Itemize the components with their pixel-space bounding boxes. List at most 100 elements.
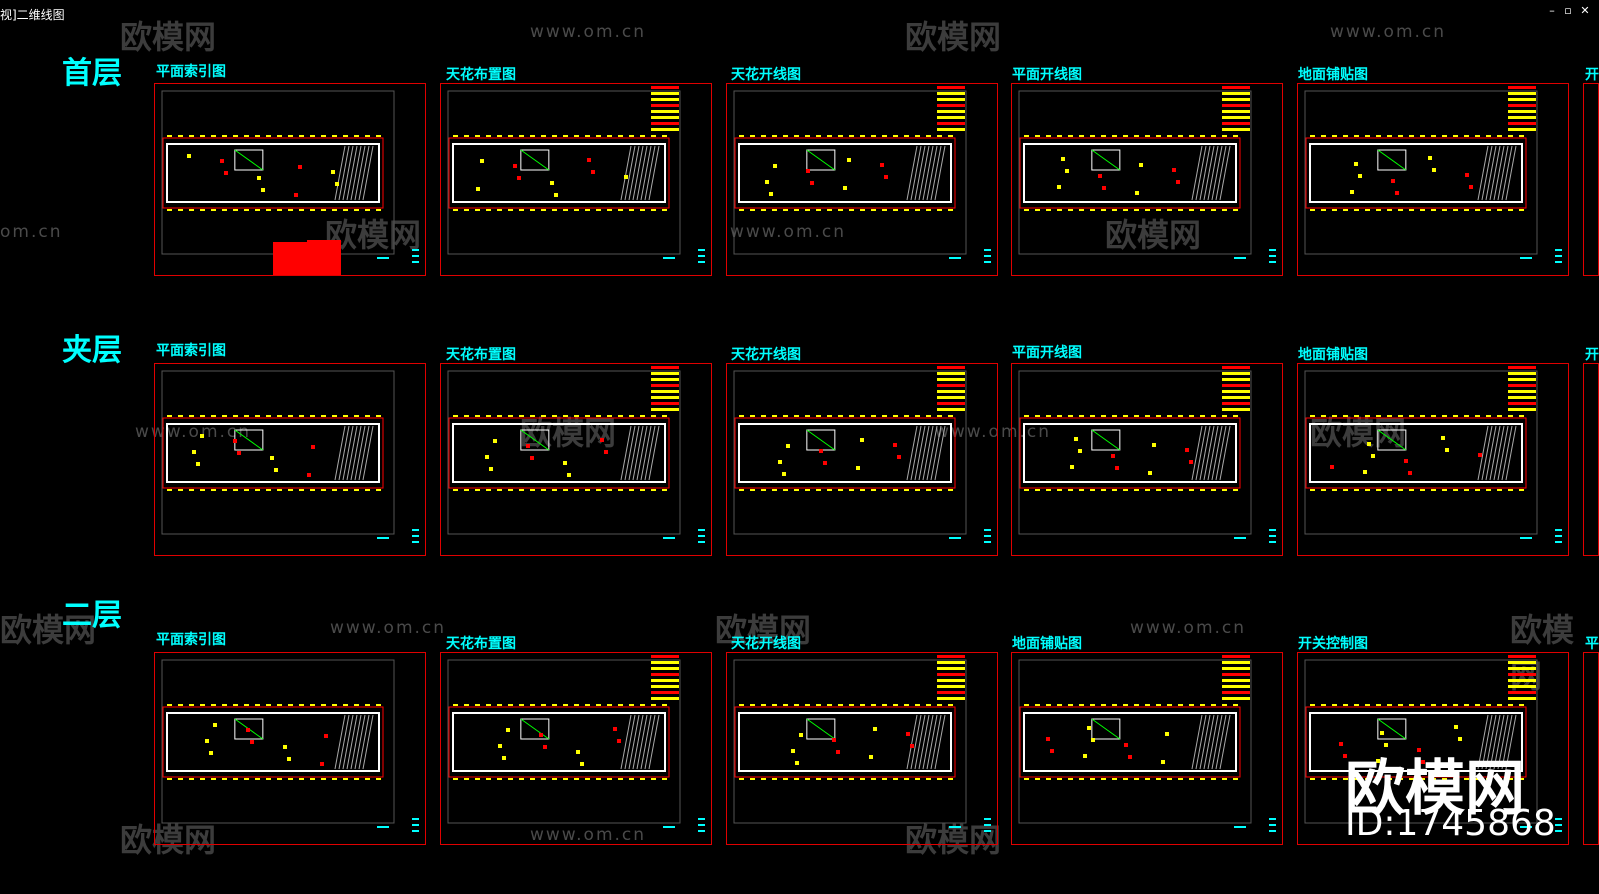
minimize-icon[interactable]: –: [1549, 4, 1555, 17]
fixture-line: [520, 718, 550, 740]
drawing-sheet[interactable]: [1011, 363, 1283, 556]
dimension-tick: [167, 778, 172, 780]
dimension-tick: [904, 778, 909, 780]
dimension-tick: [211, 209, 216, 211]
restore-icon[interactable]: ▫: [1564, 4, 1572, 17]
legend-line: [1508, 378, 1536, 381]
drawing-sheet[interactable]: [154, 652, 426, 845]
dimension-tick: [1354, 135, 1359, 137]
hatch-line: [914, 714, 926, 770]
dimension-tick: [541, 489, 546, 491]
legend-line: [1508, 128, 1536, 131]
legend-line: [1508, 667, 1536, 670]
dimension-tick: [1365, 489, 1370, 491]
drawing-sheet[interactable]: [726, 652, 998, 845]
legend-line: [1222, 110, 1250, 113]
hatch-line: [1199, 714, 1211, 770]
fixture-symbol: [1091, 149, 1121, 171]
dimension-tick: [794, 415, 799, 417]
plan-marker: [1391, 179, 1395, 183]
dimension-tick: [1057, 415, 1062, 417]
hatch-line: [910, 425, 922, 481]
dimension-tick: [772, 489, 777, 491]
dimension-tick: [1354, 209, 1359, 211]
dimension-tick: [1200, 209, 1205, 211]
dimension-tick: [178, 135, 183, 137]
drawing-sheet[interactable]: [1297, 363, 1569, 556]
drawing-sheet[interactable]: [1583, 652, 1599, 845]
dimension-tick: [904, 415, 909, 417]
dimension-tick: [255, 209, 260, 211]
dimension-tick: [1046, 489, 1051, 491]
dimension-tick: [563, 135, 568, 137]
close-icon[interactable]: ✕: [1580, 4, 1590, 17]
drawing-sheet[interactable]: [440, 83, 712, 276]
drawing-sheet[interactable]: [1583, 363, 1599, 556]
plan-marker: [786, 444, 790, 448]
dimension-tick: [321, 778, 326, 780]
hatch-line: [346, 714, 358, 770]
title-block-mark: [377, 257, 389, 259]
fixture-symbol: [1091, 429, 1121, 451]
dimension-tick: [233, 778, 238, 780]
dimension-tick: [1145, 704, 1150, 706]
dimension-tick: [1156, 135, 1161, 137]
drawing-sheet[interactable]: [726, 83, 998, 276]
dimension-tick: [1343, 209, 1348, 211]
fixture-line: [806, 718, 836, 740]
dimension-tick: [222, 489, 227, 491]
dimension-tick: [1442, 415, 1447, 417]
legend-line: [937, 378, 965, 381]
floor-plan-drawing: [161, 370, 419, 543]
dimension-tick: [310, 704, 315, 706]
legend-line: [937, 673, 965, 676]
drawing-sheet[interactable]: [440, 363, 712, 556]
plan-marker: [819, 449, 823, 453]
dimension-tick: [178, 209, 183, 211]
title-block-mark: [1520, 257, 1532, 259]
dimension-tick: [1233, 415, 1238, 417]
fixture-line: [520, 429, 550, 451]
dimension-tick: [640, 209, 645, 211]
plan-marker: [1371, 454, 1375, 458]
dimension-tick: [1365, 209, 1370, 211]
hatch-line: [934, 145, 946, 201]
hatch-line: [338, 425, 350, 481]
dimension-tick: [1453, 778, 1458, 780]
dimension-tick: [860, 209, 865, 211]
dimension-tick: [1497, 415, 1502, 417]
drawing-sheet[interactable]: [1297, 83, 1569, 276]
plan-outline: [738, 712, 952, 772]
hatch-line: [1505, 425, 1517, 481]
title-block-mark: [1520, 826, 1532, 828]
plan-marker: [843, 186, 847, 190]
watermark-logo: 欧模网: [0, 611, 97, 649]
drawing-sheet[interactable]: [154, 363, 426, 556]
hatch-line: [1191, 145, 1203, 201]
dimension-tick: [453, 135, 458, 137]
plan-marker: [539, 733, 543, 737]
dimension-tick: [299, 209, 304, 211]
plan-outline: [452, 423, 666, 483]
hatch-line: [640, 425, 652, 481]
dimension-tick: [475, 209, 480, 211]
legend-line: [1222, 378, 1250, 381]
dimension-tick: [1145, 209, 1150, 211]
title-block-mark: [412, 818, 419, 820]
legend-line: [651, 390, 679, 393]
dimension-tick: [475, 704, 480, 706]
drawing-sheet[interactable]: [440, 652, 712, 845]
plan-marker: [1046, 737, 1050, 741]
drawing-sheet[interactable]: [1583, 83, 1599, 276]
drawing-sheet[interactable]: [1011, 83, 1283, 276]
hatch-line: [342, 145, 354, 201]
dimension-tick: [1475, 415, 1480, 417]
drawing-sheet[interactable]: [1297, 652, 1569, 845]
plan-marker: [1102, 186, 1106, 190]
dimension-tick: [189, 489, 194, 491]
plan-marker: [1185, 448, 1189, 452]
drawing-sheet[interactable]: [726, 363, 998, 556]
drawing-sheet[interactable]: [1011, 652, 1283, 845]
legend-line: [937, 86, 965, 89]
